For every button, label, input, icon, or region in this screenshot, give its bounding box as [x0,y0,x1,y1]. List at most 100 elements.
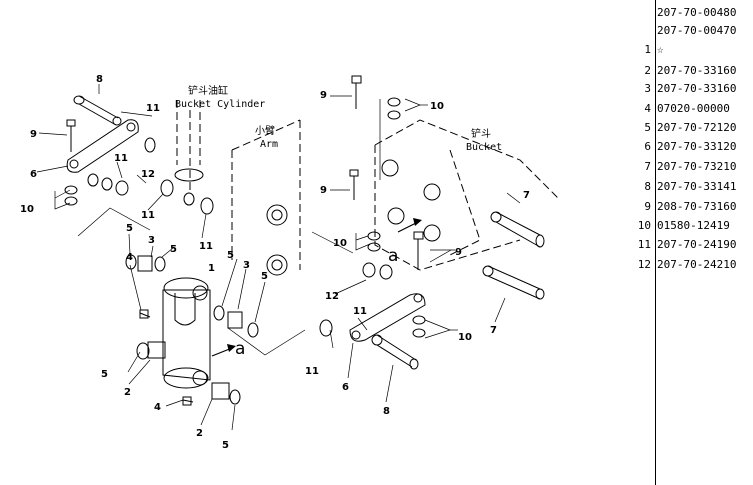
callout-2: 2 [124,387,131,398]
callout-2: 2 [196,428,203,439]
part-index: 12 [637,258,651,271]
part-number: 207-70-24210 [657,258,737,271]
callout-5: 5 [227,250,234,261]
bolt-9-bottom [413,231,424,270]
part-index: 8 [644,180,651,193]
callout-10: 10 [430,101,444,112]
parts-list-row: 10 01580-12419 [634,216,753,236]
part-index: 3 [644,82,651,95]
part-number: 207-70-73210 [657,160,737,173]
parts-list-row: 6 207-70-33120 [634,137,753,157]
callout-12: 12 [325,291,339,302]
nuts-10-top-left [64,185,78,206]
part-index: 10 [637,219,651,232]
callout-10: 10 [458,332,472,343]
part-number: 207-70-33120 [657,140,737,153]
part-number: 208-70-73160 [657,200,737,213]
part-number: 207-70-33141 [657,180,737,193]
link-6-top [66,119,139,173]
callout-4: 4 [154,402,161,413]
callout-6: 6 [30,169,37,180]
bucket-label-cn: 铲斗 [471,128,491,140]
callout-12: 12 [141,169,155,180]
part-number: 207-70-33160 [657,82,737,95]
part-index: 6 [644,140,651,153]
callout-10: 10 [20,204,34,215]
arm-bosses [266,204,288,276]
arrow-head-left [227,344,236,352]
callout-4: 4 [126,252,133,263]
link-1 [162,277,211,389]
callout-3: 3 [148,235,155,246]
callout-9: 9 [320,185,327,196]
bushings-right [211,305,259,405]
callout-5: 5 [261,271,268,282]
part-number: 207-70-72120 [657,121,737,134]
callout-11: 11 [305,366,319,377]
part-number: 01580-12419 [657,219,730,232]
part-index: 5 [644,121,651,134]
part-index: 4 [644,102,651,115]
callout-8: 8 [383,406,390,417]
bucket-label-en: Bucket [466,142,502,153]
cylinder-label-en: Bucket Cylinder [175,99,265,110]
callout-8: 8 [96,74,103,85]
pin-8-bottom [371,334,419,370]
exploded-parts-diagram: 铲斗油缸 Bucket Cylinder 小臂 Arm 铲斗 Bucket a … [20,74,561,451]
bucket [374,119,561,271]
callout-7: 7 [490,325,497,336]
grease-fittings [139,309,194,406]
callout-11: 11 [114,153,128,164]
callout-5: 5 [101,369,108,380]
callout-5: 5 [170,244,177,255]
callout-11: 11 [146,103,160,114]
bushings-left [125,254,166,360]
cylinder-end [174,168,204,182]
parts-list-row: 1☆ [634,40,753,60]
callout-a-right: a [388,246,398,266]
part-index: 1 [644,43,651,56]
part-index: 11 [637,238,651,251]
arrow-head-right [413,218,422,226]
parts-list-row: 7 207-70-73210 [634,157,753,177]
nuts-10-bottom [412,315,426,338]
bucket-cylinder-rod [176,100,201,190]
callout-1: 1 [208,263,215,274]
part-number: ☆ [657,43,664,56]
arrows-a [211,221,419,357]
callout-5: 5 [222,440,229,451]
part-number: 207-70-00480 [657,6,737,19]
washers-center [319,262,393,337]
part-number: 07020-00000 [657,102,730,115]
callout-7: 7 [523,190,530,201]
part-index: 9 [644,200,651,213]
parts-list-row: 11 207-70-24190 [634,235,753,255]
bolt-9-middle [349,169,359,200]
callout-11: 11 [141,210,155,221]
callout-10: 10 [333,238,347,249]
pin-8-top [73,95,122,126]
callout-11: 11 [353,306,367,317]
cylinder-label-cn: 铲斗油缸 [188,84,228,97]
washers-top-left [87,137,214,215]
callout-11: 11 [199,241,213,252]
arm [231,119,301,270]
bolt-9-top [351,75,362,109]
part-number: 207-70-33160 [657,64,737,77]
callout-a-left: a [235,339,245,359]
callout-9: 9 [30,129,37,140]
bucket-bosses [381,159,441,242]
callout-3: 3 [243,260,250,271]
parts-list-row: 4 07020-00000 [634,99,753,119]
callout-5: 5 [126,223,133,234]
callout-9: 9 [455,247,462,258]
callout-9: 9 [320,90,327,101]
parts-list-row: 5 207-70-72120 [634,118,753,138]
bolt-9-top-left [66,119,76,152]
parts-list-row: 207-70-00470 [634,21,753,41]
leader-lines [36,84,521,431]
part-index: 7 [644,160,651,173]
part-number: 207-70-24190 [657,238,737,251]
